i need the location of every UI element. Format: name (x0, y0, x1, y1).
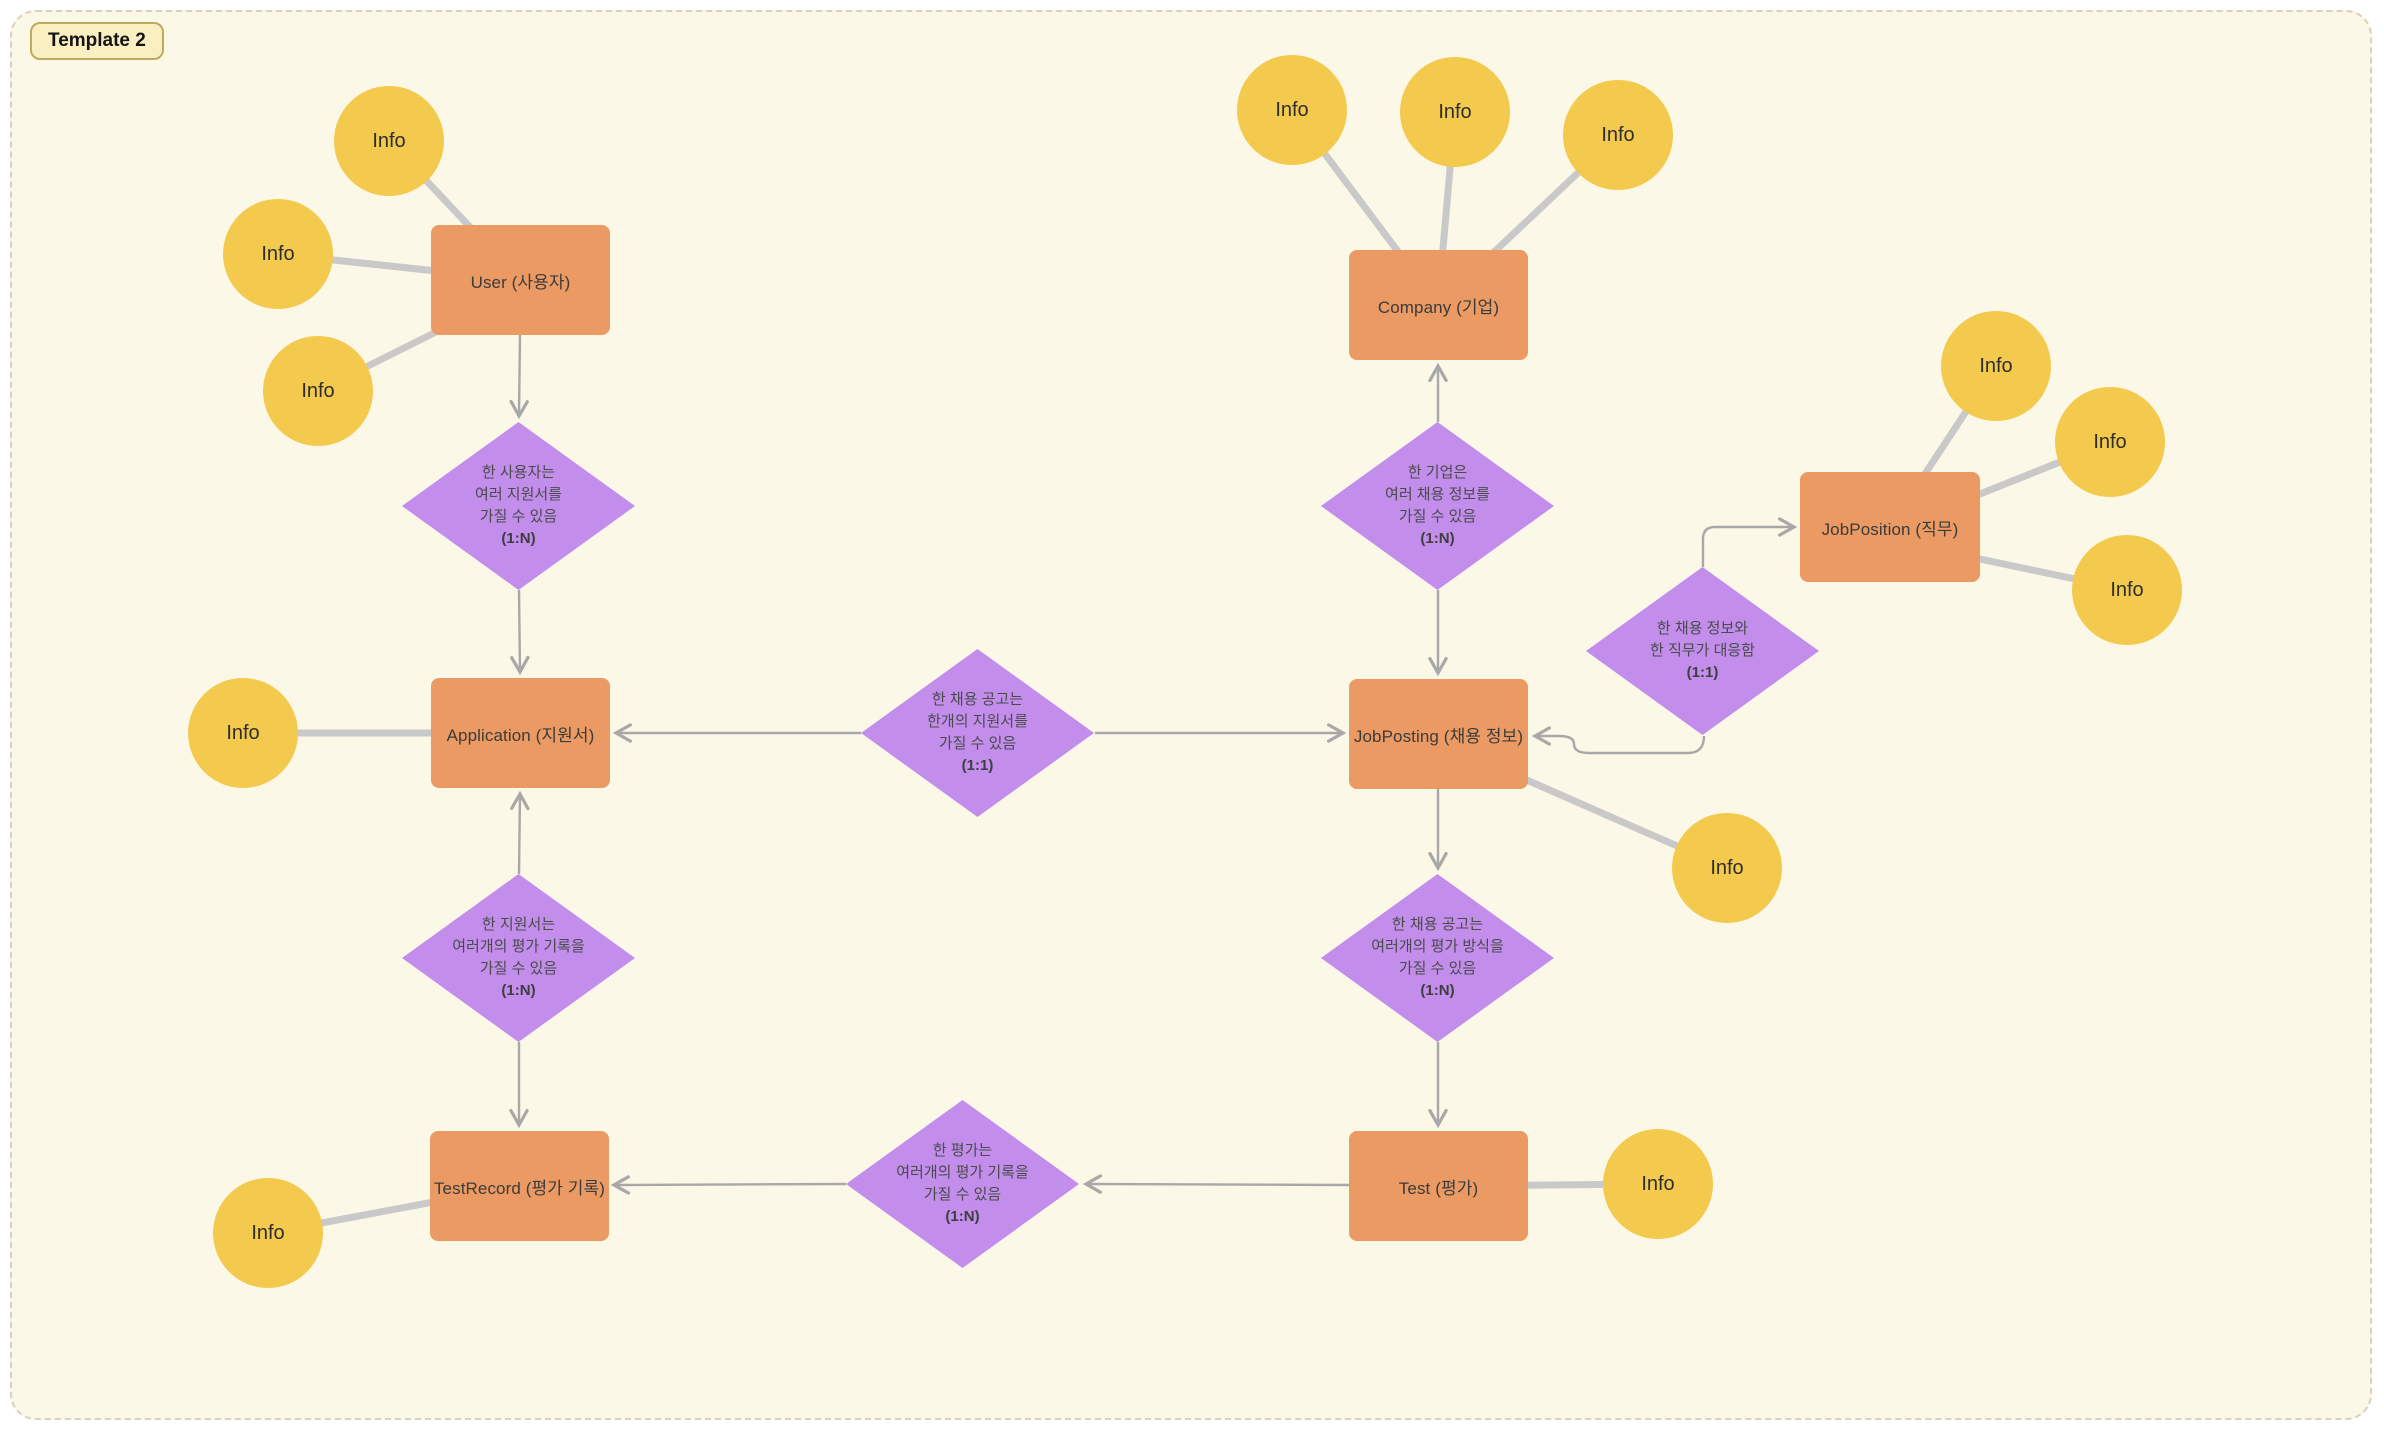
entity-label: Company (기업) (1377, 297, 1500, 317)
entity-user[interactable]: User (사용자) (431, 225, 610, 335)
attribute-info-test[interactable]: Info (1603, 1129, 1713, 1239)
attribute-info-jobposition[interactable]: Info (2055, 387, 2165, 497)
attribute-info-testrecord[interactable]: Info (213, 1178, 323, 1288)
entity-jobposition[interactable]: JobPosition (직무) (1800, 472, 1980, 582)
entity-company[interactable]: Company (기업) (1349, 250, 1528, 360)
attribute-info-jobposition[interactable]: Info (2072, 535, 2182, 645)
entity-label: User (사용자) (470, 272, 571, 292)
diagram-canvas (10, 10, 2372, 1420)
attribute-info-user[interactable]: Info (223, 199, 333, 309)
entity-label: Application (지원서) (446, 725, 595, 745)
entity-test[interactable]: Test (평가) (1349, 1131, 1528, 1241)
attribute-info-user[interactable]: Info (263, 336, 373, 446)
attribute-info-user[interactable]: Info (334, 86, 444, 196)
attribute-info-application[interactable]: Info (188, 678, 298, 788)
attribute-info-company[interactable]: Info (1563, 80, 1673, 190)
attribute-info-company[interactable]: Info (1400, 57, 1510, 167)
entity-application[interactable]: Application (지원서) (431, 678, 610, 788)
entity-label: TestRecord (평가 기록) (433, 1178, 606, 1198)
attribute-info-company[interactable]: Info (1237, 55, 1347, 165)
entity-jobposting[interactable]: JobPosting (채용 정보) (1349, 679, 1528, 789)
template-badge[interactable]: Template 2 (30, 22, 164, 60)
attribute-info-jobposting[interactable]: Info (1672, 813, 1782, 923)
entity-label: JobPosition (직무) (1821, 519, 1959, 539)
entity-label: JobPosting (채용 정보) (1353, 726, 1524, 746)
entity-label: Test (평가) (1398, 1178, 1479, 1198)
attribute-info-jobposition[interactable]: Info (1941, 311, 2051, 421)
entity-testrecord[interactable]: TestRecord (평가 기록) (430, 1131, 609, 1241)
